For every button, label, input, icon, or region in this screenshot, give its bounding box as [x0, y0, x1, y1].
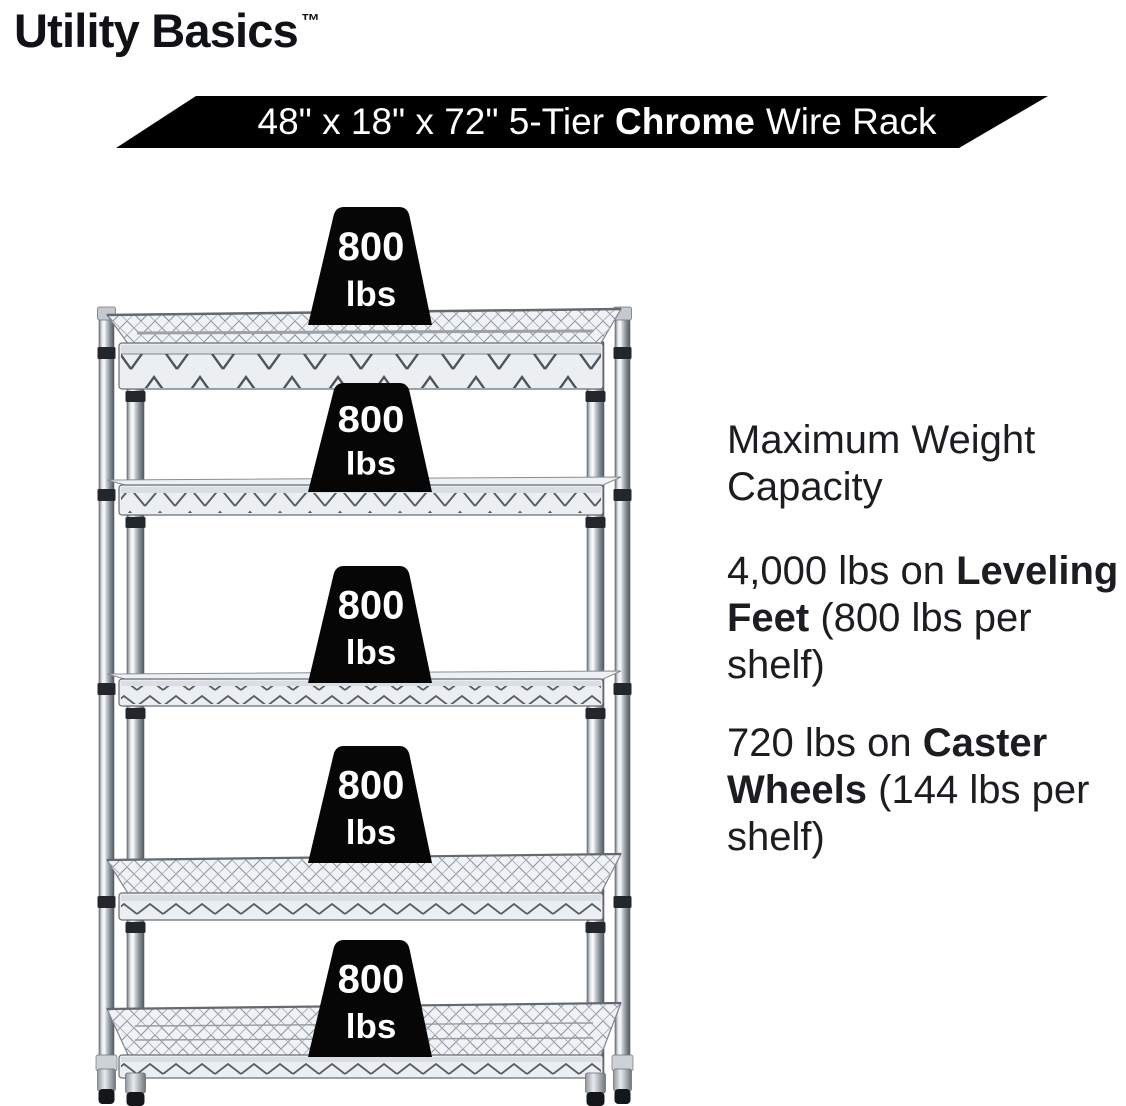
weight-unit-text: lbs: [346, 633, 397, 672]
weight-badge-shelf-4: 800 lbs: [305, 746, 435, 863]
weight-value-text: 800: [338, 225, 405, 269]
banner-suffix: Wire Rack: [765, 101, 937, 142]
spec-prefix: 4,000 lbs on: [727, 549, 957, 593]
specs-block: Maximum Weight Capacity 4,000 lbs on Lev…: [727, 417, 1126, 861]
specs-title: Maximum Weight Capacity: [727, 418, 1036, 509]
banner-dimensions: 48" x 18" x 72" 5-Tier: [257, 101, 605, 142]
weight-badge-shelf-5: 800 lbs: [305, 940, 435, 1057]
spec-suffix: (144 lbs per shelf): [727, 768, 1090, 859]
product-title-banner: 48" x 18" x 72" 5-Tier Chrome Wire Rack: [116, 96, 1048, 148]
trademark-symbol: ™: [300, 11, 320, 32]
weight-value-text: 800: [338, 399, 405, 440]
spec-bold: Caster Wheels: [727, 721, 1048, 812]
weight-trapezoid-shape: [308, 383, 432, 492]
weight-value-text: 800: [338, 958, 405, 1002]
weight-trapezoid-shape: [308, 207, 432, 325]
weight-unit-text: lbs: [346, 447, 397, 483]
spec-item-leveling-feet: 4,000 lbs on Leveling Feet (800 lbs per …: [727, 548, 1126, 689]
weight-badge-shelf-2: 800 lbs: [305, 383, 435, 492]
weight-unit-text: lbs: [346, 1007, 397, 1046]
brand-logo-text: Utility Basics: [14, 4, 299, 57]
product-title-text: 48" x 18" x 72" 5-Tier Chrome Wire Rack: [212, 101, 947, 143]
spec-suffix: (800 lbs per shelf): [727, 596, 1032, 687]
spec-item-caster-wheels: 720 lbs on Caster Wheels (144 lbs per sh…: [727, 720, 1126, 861]
weight-unit-text: lbs: [346, 275, 397, 314]
weight-value-text: 800: [338, 764, 405, 808]
weight-value-text: 800: [338, 584, 405, 628]
weight-badge-shelf-1: 800 lbs: [305, 207, 435, 325]
banner-material: Chrome: [615, 101, 755, 142]
weight-badge-shelf-3: 800 lbs: [305, 566, 435, 683]
spec-prefix: 720 lbs on: [727, 721, 923, 765]
weight-trapezoid-shape: [308, 566, 432, 683]
weight-trapezoid-shape: [308, 746, 432, 863]
weight-unit-text: lbs: [346, 813, 397, 852]
weight-trapezoid-shape: [308, 940, 432, 1057]
spec-bold: Leveling Feet: [727, 549, 1119, 640]
